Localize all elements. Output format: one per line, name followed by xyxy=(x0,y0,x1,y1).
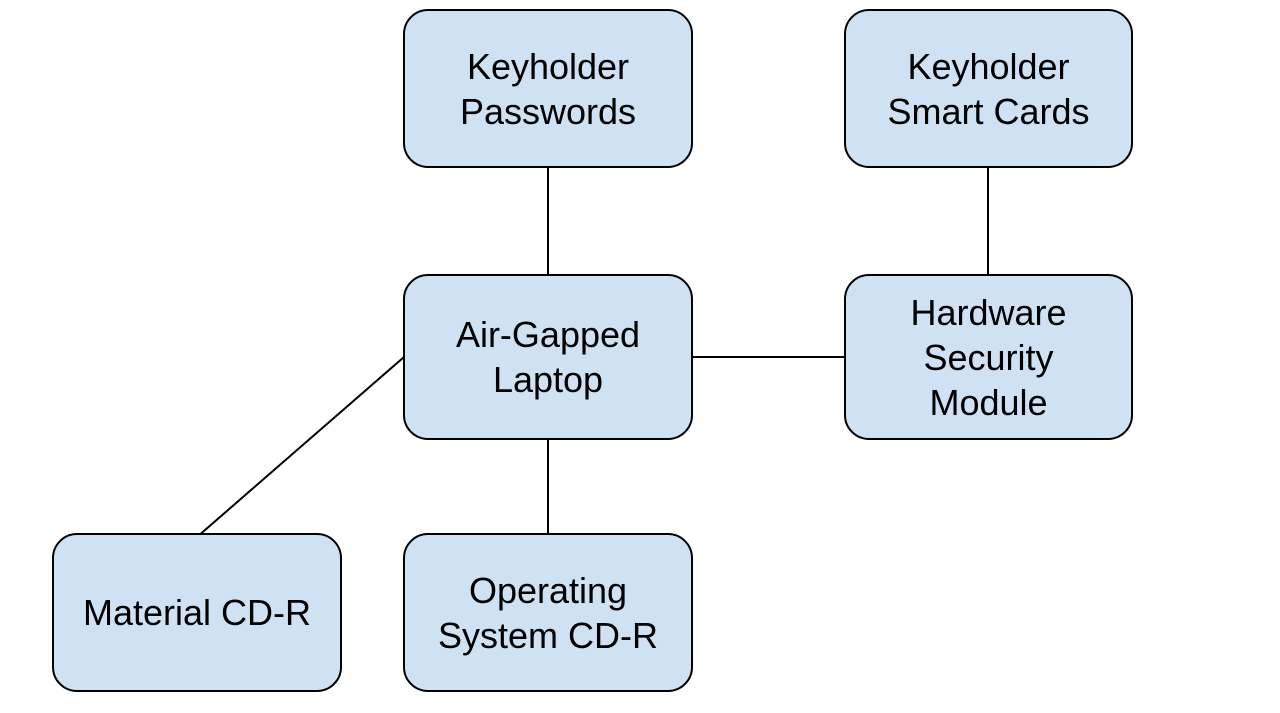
node-label: Air-Gapped Laptop xyxy=(455,314,641,400)
node-keyholder-smart-cards: Keyholder Smart Cards xyxy=(844,9,1133,168)
connector-laptop-materialcdr xyxy=(196,356,405,538)
node-label: Material CD-R xyxy=(82,592,312,633)
node-label: Hardware Security Module xyxy=(910,291,1067,423)
node-air-gapped-laptop: Air-Gapped Laptop xyxy=(403,274,693,440)
node-label: Keyholder Smart Cards xyxy=(887,45,1090,132)
node-hardware-security-module: Hardware Security Module xyxy=(844,274,1133,440)
node-label: Keyholder Passwords xyxy=(459,45,637,132)
node-operating-system-cd-r: Operating System CD-R xyxy=(403,533,693,692)
node-label: Operating System CD-R xyxy=(437,569,658,656)
node-keyholder-passwords: Keyholder Passwords xyxy=(403,9,693,168)
node-material-cd-r: Material CD-R xyxy=(52,533,342,692)
